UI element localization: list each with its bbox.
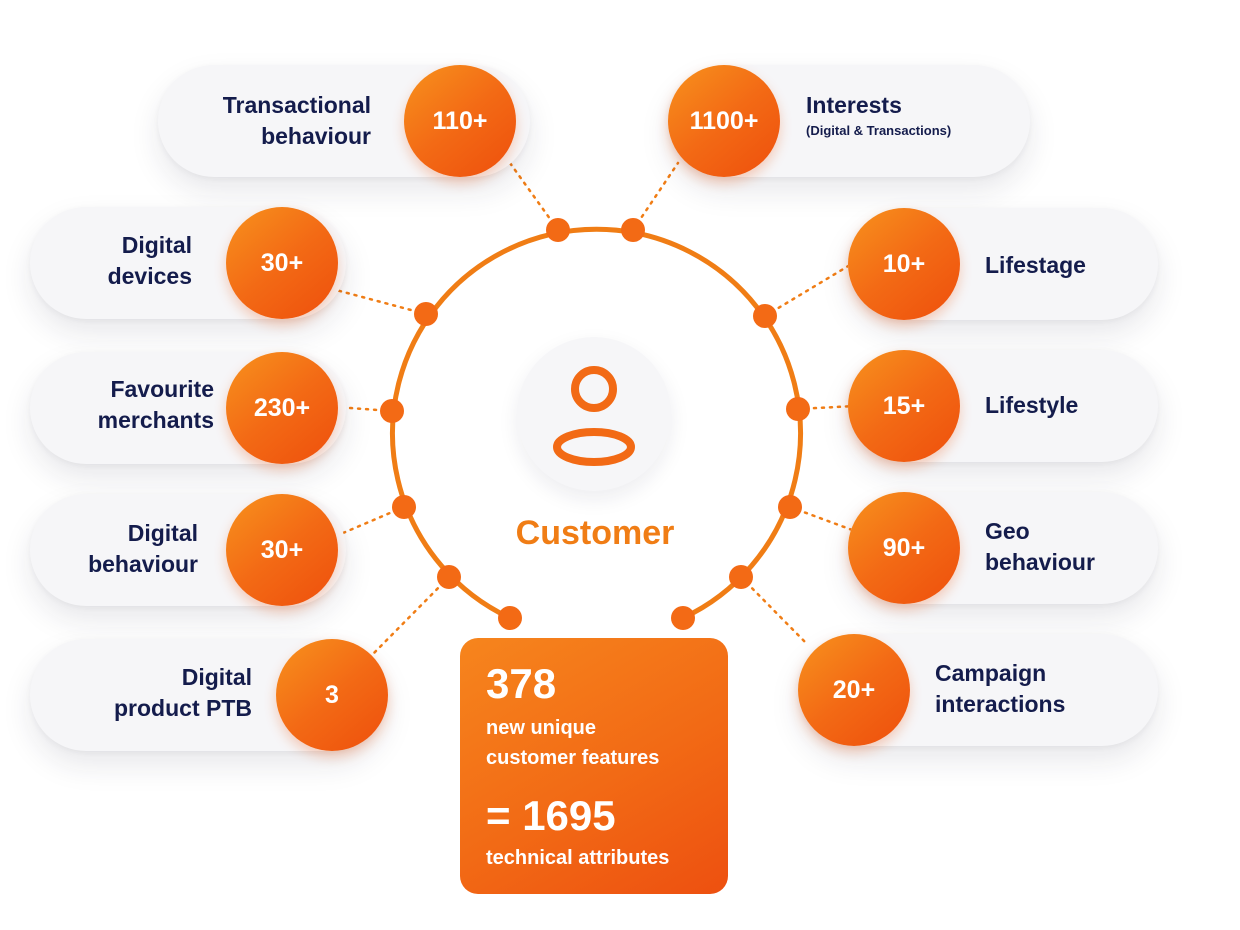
summary-card: 378 new unique customer features = 1695 … <box>460 638 728 894</box>
connector-interests <box>631 161 680 232</box>
ring-dot <box>753 304 777 328</box>
connector-geo <box>788 505 857 533</box>
summary-line1: new unique <box>486 717 596 739</box>
ring-end-dot <box>498 606 522 630</box>
ring-dot <box>786 397 810 421</box>
ring-dot <box>778 495 802 519</box>
ring-dot <box>380 399 404 423</box>
center-label: Customer <box>515 514 675 552</box>
feature-count-transactional: 110+ <box>404 65 516 177</box>
connector-digital-product <box>370 575 451 657</box>
feature-count-interests: 1100+ <box>668 65 780 177</box>
customer-avatar <box>517 337 671 491</box>
connector-transactional <box>508 161 560 232</box>
ring-dot <box>437 565 461 589</box>
summary-line3: technical attributes <box>486 847 670 869</box>
ring-dot <box>392 495 416 519</box>
connector-lifestage <box>763 260 857 318</box>
customer-ring <box>390 226 803 621</box>
feature-count-lifestage: 10+ <box>848 208 960 320</box>
summary-technical: = 1695 <box>486 792 616 839</box>
ring-dot <box>414 302 438 326</box>
feature-label-lifestyle: Lifestyle <box>985 392 1079 418</box>
ring-end-dot <box>671 606 695 630</box>
connector-campaign <box>739 575 810 647</box>
summary-total: 378 <box>486 660 557 707</box>
feature-count-digital-devices: 30+ <box>226 207 338 319</box>
ring-dot <box>546 218 570 242</box>
feature-count-favourite-merchants: 230+ <box>226 352 338 464</box>
ring-dot <box>621 218 645 242</box>
feature-count-digital-product: 3 <box>276 639 388 751</box>
summary-line2: customer features <box>486 747 660 769</box>
ring-dot <box>729 565 753 589</box>
feature-label-interests: Interests(Digital & Transactions) <box>806 92 952 138</box>
feature-count-campaign: 20+ <box>798 634 910 746</box>
person-icon <box>553 366 635 466</box>
feature-label-lifestage: Lifestage <box>985 252 1086 278</box>
feature-count-geo: 90+ <box>848 492 960 604</box>
feature-count-lifestyle: 15+ <box>848 350 960 462</box>
feature-count-digital-behaviour: 30+ <box>226 494 338 606</box>
connector-digital-devices <box>334 288 428 316</box>
